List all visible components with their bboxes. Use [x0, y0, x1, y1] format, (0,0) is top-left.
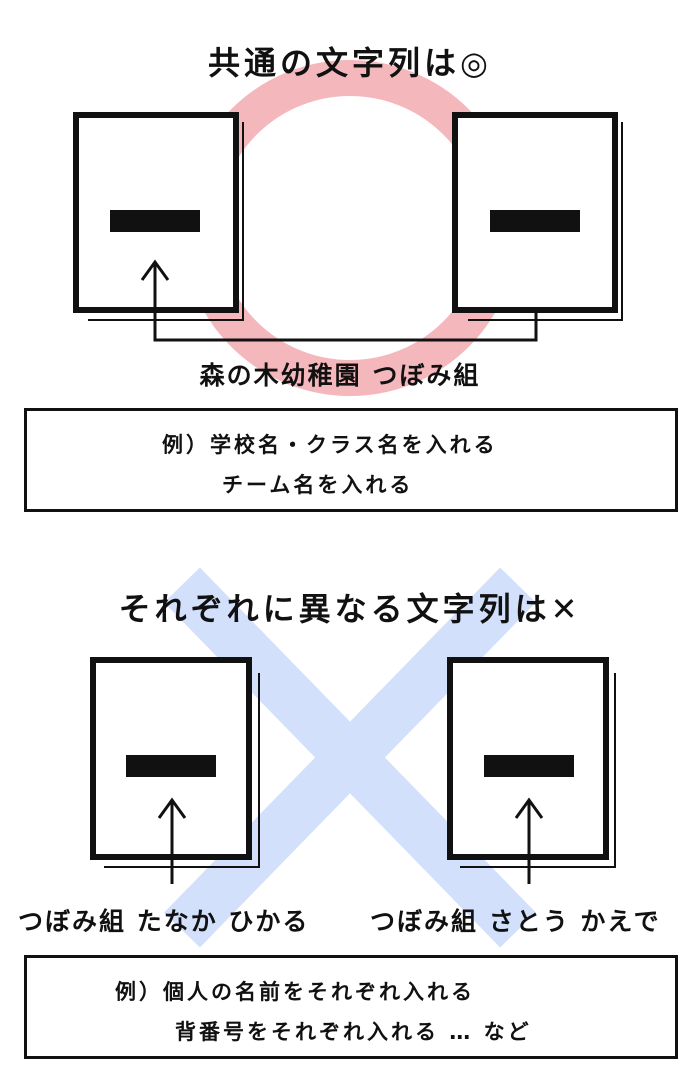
arrow-head-icon [514, 797, 544, 819]
individual-label-left: つぼみ組 たなか ひかる [18, 907, 310, 936]
individual-label-right: つぼみ組 さとう かえで [370, 907, 661, 936]
example-box-good: 例）学校名・クラス名を入れる チーム名を入れる [24, 408, 678, 512]
section-good-title: 共通の文字列は◎ [208, 44, 492, 82]
ng-cross-mark [164, 567, 536, 948]
shirt-shadow [468, 122, 623, 321]
shirt-shadow [104, 673, 260, 868]
shirt-left-common [73, 112, 244, 321]
section-bad-title: それぞれに異なる文字列は✕ [118, 590, 582, 628]
shirt-right-common [452, 112, 623, 321]
example-box-bad: 例）個人の名前をそれぞれ入れる 背番号をそれぞれ入れる … など [24, 955, 678, 1059]
number-placeholder [484, 755, 574, 777]
shared-text-connector [140, 259, 538, 342]
shirt-outline [452, 112, 618, 313]
number-placeholder [110, 210, 200, 232]
connector-line [153, 262, 538, 342]
example-line-2: 背番号をそれぞれ入れる … など [175, 1020, 532, 1044]
shirt-left-individual [90, 657, 260, 884]
example-line-2: チーム名を入れる [222, 473, 414, 497]
number-placeholder [126, 755, 216, 777]
shirt-right-individual [447, 657, 616, 884]
arrow-head-icon [157, 797, 187, 819]
shared-text-label: 森の木幼稚園 つぼみ組 [199, 361, 481, 390]
arrow-head-icon [140, 259, 170, 281]
number-placeholder [490, 210, 580, 232]
example-line-1: 例）学校名・クラス名を入れる [162, 433, 498, 457]
shirt-shadow [88, 122, 244, 321]
example-line-1: 例）個人の名前をそれぞれ入れる [115, 980, 475, 1004]
shirt-shadow [460, 673, 616, 868]
